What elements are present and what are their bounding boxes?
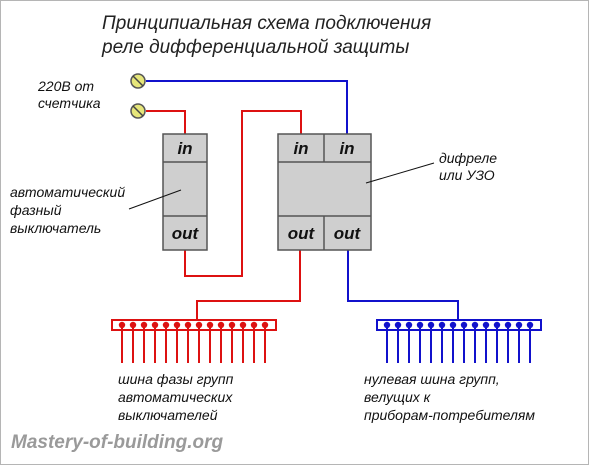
title-line-2: реле дифференциальной защиты	[102, 37, 410, 58]
watermark: Mastery-of-building.org	[11, 432, 224, 453]
phase-bus-tap-dot	[173, 321, 181, 329]
phase-bus-tap-dot	[151, 321, 159, 329]
neutral-bus-tap-dot	[526, 321, 534, 329]
neutral-bus-tap-dot	[504, 321, 512, 329]
rcd-label-line-1: дифреле	[439, 150, 498, 166]
neutral-bus-label-line-2: велущих к	[364, 389, 431, 405]
phase-bus-tap-dot	[217, 321, 225, 329]
neutral-bus-tap-dot	[482, 321, 490, 329]
rcd-module: in in out out	[277, 133, 372, 251]
phase-bus-tap-dot	[206, 321, 214, 329]
rcd-phase-out-wire	[196, 249, 301, 320]
breaker-callout-line	[128, 189, 182, 210]
phase-bus-tap-dot	[162, 321, 170, 329]
rcd-callout-line	[365, 162, 435, 184]
neutral-bus-tap-dot	[405, 321, 413, 329]
neutral-supply-wire	[146, 80, 348, 136]
neutral-bus	[376, 319, 542, 363]
neutral-bus-tap-dot	[493, 321, 501, 329]
phase-supply-wire	[146, 110, 186, 136]
neutral-bus-tap-dot	[471, 321, 479, 329]
supply-terminal-phase	[130, 103, 146, 119]
neutral-bus-tap-dot	[515, 321, 523, 329]
breaker-label-line-2: фазный	[10, 202, 62, 218]
neutral-bus-label-line-3: приборам-потребителям	[364, 407, 535, 423]
supply-label-line-2: счетчика	[38, 95, 101, 111]
breaker-in-label: in	[177, 139, 192, 158]
neutral-bus-tap-dot	[438, 321, 446, 329]
neutral-bus-tap-dot	[460, 321, 468, 329]
phase-bus-label-line-1: шина фазы групп	[118, 371, 234, 387]
phase-bus	[111, 319, 277, 363]
phase-bus-tap-dot	[250, 321, 258, 329]
breaker-label-line-3: выключатель	[10, 220, 102, 236]
rcd-neutral-out-wire	[347, 249, 459, 320]
neutral-bus-tap-dot	[416, 321, 424, 329]
phase-bus-tap-dot	[195, 321, 203, 329]
breaker-label-line-1: автоматический	[10, 184, 126, 200]
phase-bus-tap-dot	[261, 321, 269, 329]
rcd-in-label-2: in	[339, 139, 354, 158]
phase-bus-tap-dot	[129, 321, 137, 329]
phase-bus-tap-dot	[118, 321, 126, 329]
rcd-in-label-1: in	[293, 139, 308, 158]
phase-bus-tap-dot	[184, 321, 192, 329]
phase-bus-label-line-2: автоматических	[118, 389, 233, 405]
supply-terminal-neutral	[130, 73, 146, 89]
title-line-1: Принципиальная схема подключения	[102, 13, 432, 34]
rcd-out-label-2: out	[334, 224, 362, 243]
phase-bus-tap-dot	[239, 321, 247, 329]
neutral-bus-tap-dot	[383, 321, 391, 329]
phase-breaker: in out	[162, 133, 208, 251]
neutral-bus-label-line-1: нулевая шина групп,	[364, 371, 500, 387]
supply-label-line-1: 220В от	[38, 78, 95, 94]
rcd-label-line-2: или УЗО	[439, 167, 495, 183]
neutral-bus-tap-dot	[449, 321, 457, 329]
rcd-out-label-1: out	[288, 224, 316, 243]
neutral-bus-tap-dot	[427, 321, 435, 329]
breaker-out-label: out	[172, 224, 200, 243]
phase-bus-label-line-3: выключателей	[118, 407, 218, 423]
breaker-to-rcd-wire	[184, 110, 302, 277]
phase-bus-tap-dot	[140, 321, 148, 329]
phase-bus-tap-dot	[228, 321, 236, 329]
neutral-bus-tap-dot	[394, 321, 402, 329]
